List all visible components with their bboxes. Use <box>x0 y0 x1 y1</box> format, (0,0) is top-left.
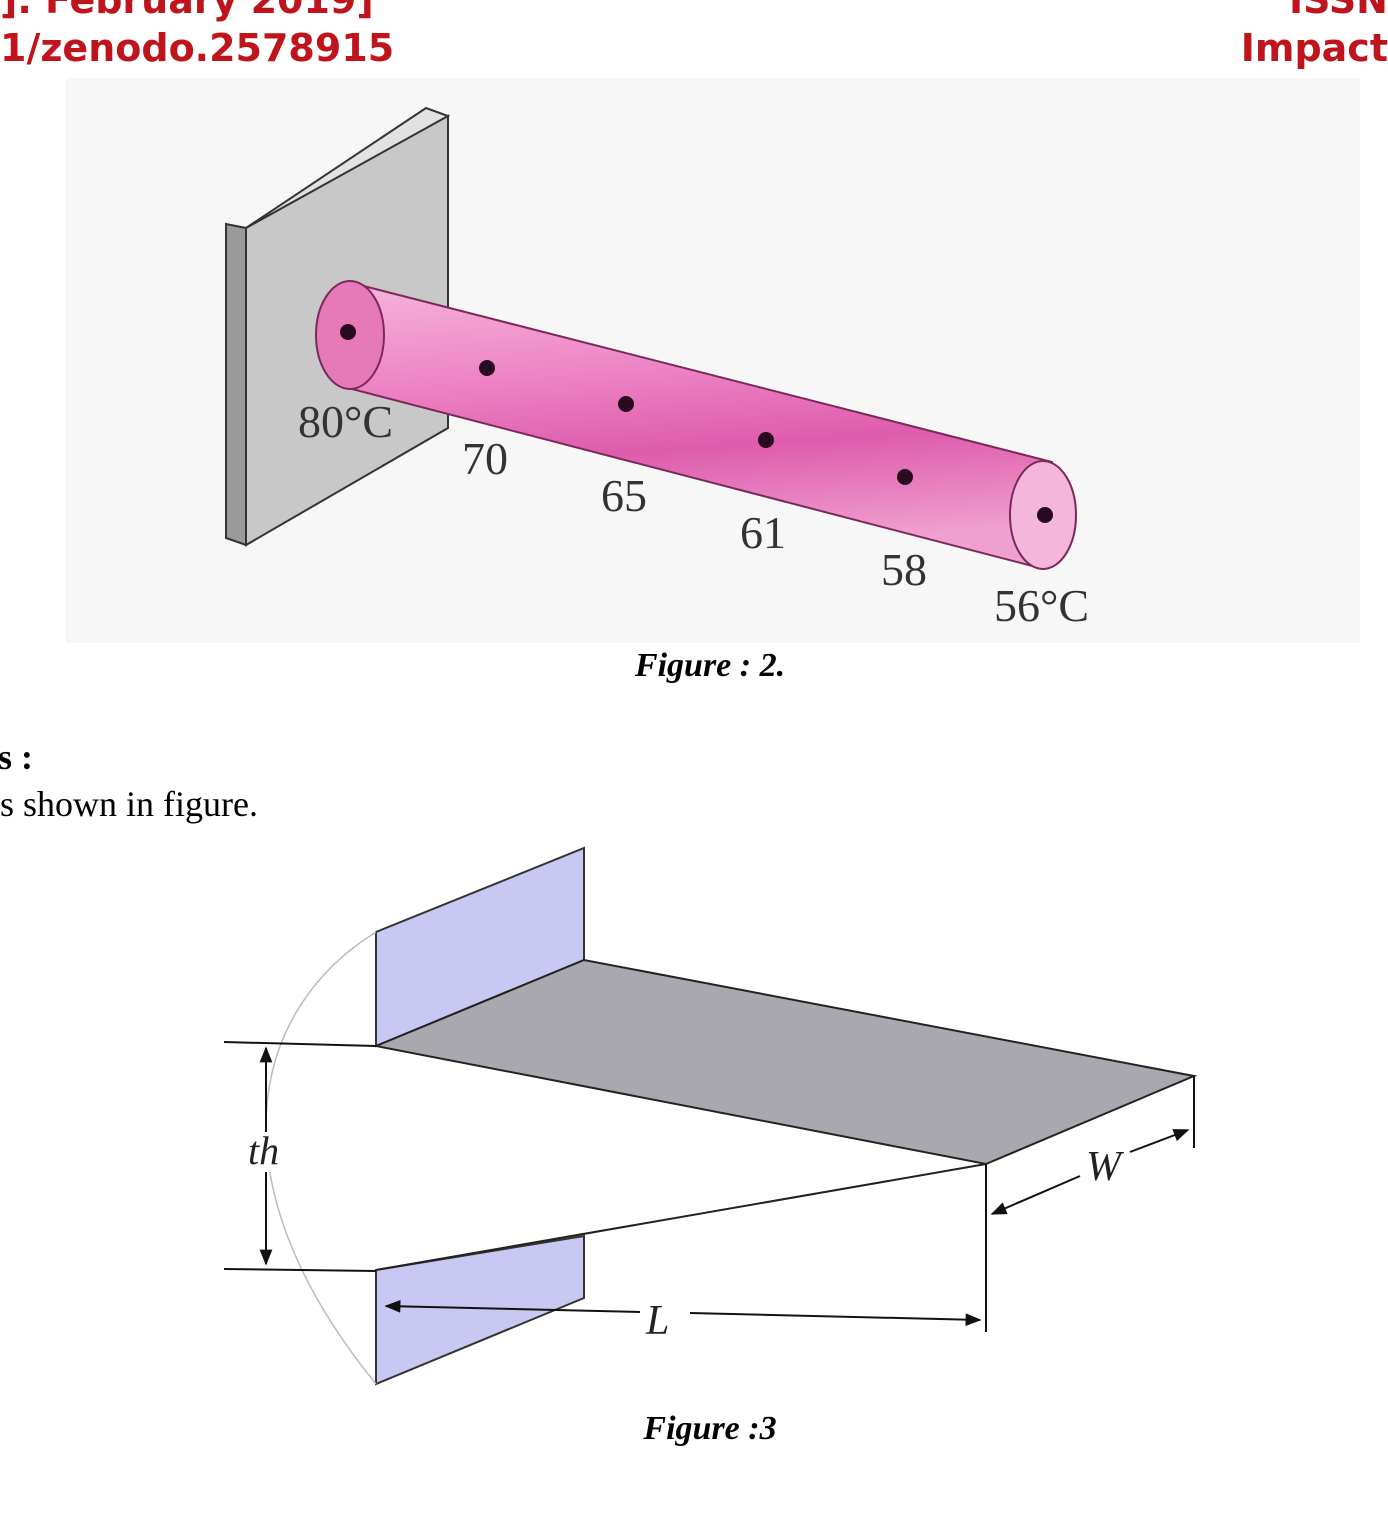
th-label: th <box>248 1128 279 1173</box>
plate-top-surface <box>372 958 1198 1166</box>
th-extension-bottom <box>223 1268 377 1272</box>
l-dimension-arrow-left <box>384 1299 641 1313</box>
w-dimension-arrow-lower <box>990 1175 1081 1215</box>
measure-point-2 <box>479 360 495 376</box>
w-label: W <box>1086 1144 1125 1190</box>
figure-2-caption: Figure : 2. <box>634 647 786 684</box>
profile-curve <box>265 931 377 1385</box>
temp-label-4: 61 <box>740 507 786 558</box>
temp-label-3: 65 <box>601 470 647 521</box>
section-heading: s : <box>0 737 33 777</box>
plate-lower-edge <box>375 1163 987 1271</box>
figure-3-caption: Figure :3 <box>643 1410 777 1447</box>
lower-wall <box>375 1234 585 1386</box>
temp-label-1: 80°C <box>298 396 393 447</box>
measure-point-3 <box>618 396 634 412</box>
figure-3-background <box>203 826 1223 1406</box>
header-volume-date: ]. February 2019] <box>0 0 374 22</box>
temp-label-2: 70 <box>462 433 508 484</box>
figure-2-fin-diagram: 80°C 70 65 61 58 56°C <box>66 78 1360 643</box>
l-dimension-arrow-right <box>689 1312 982 1327</box>
measure-point-5 <box>897 469 913 485</box>
wall-side-face <box>225 222 247 547</box>
upper-wall <box>375 846 585 1048</box>
th-label-bg <box>242 1132 292 1172</box>
header-doi[interactable]: 1/zenodo.2578915 <box>0 26 395 70</box>
measure-point-6 <box>1037 507 1053 523</box>
header-issn: ISSN <box>1289 0 1388 22</box>
temp-label-5: 58 <box>881 544 927 595</box>
measure-point-1 <box>340 324 356 340</box>
header-impact: Impact <box>1240 26 1388 70</box>
w-dimension-arrow-upper <box>1129 1129 1190 1153</box>
th-extension-top <box>223 1041 377 1047</box>
temp-label-6: 56°C <box>994 580 1089 631</box>
body-text-line: s shown in figure. <box>0 784 258 824</box>
l-label: L <box>645 1298 669 1344</box>
measure-point-4 <box>758 432 774 448</box>
